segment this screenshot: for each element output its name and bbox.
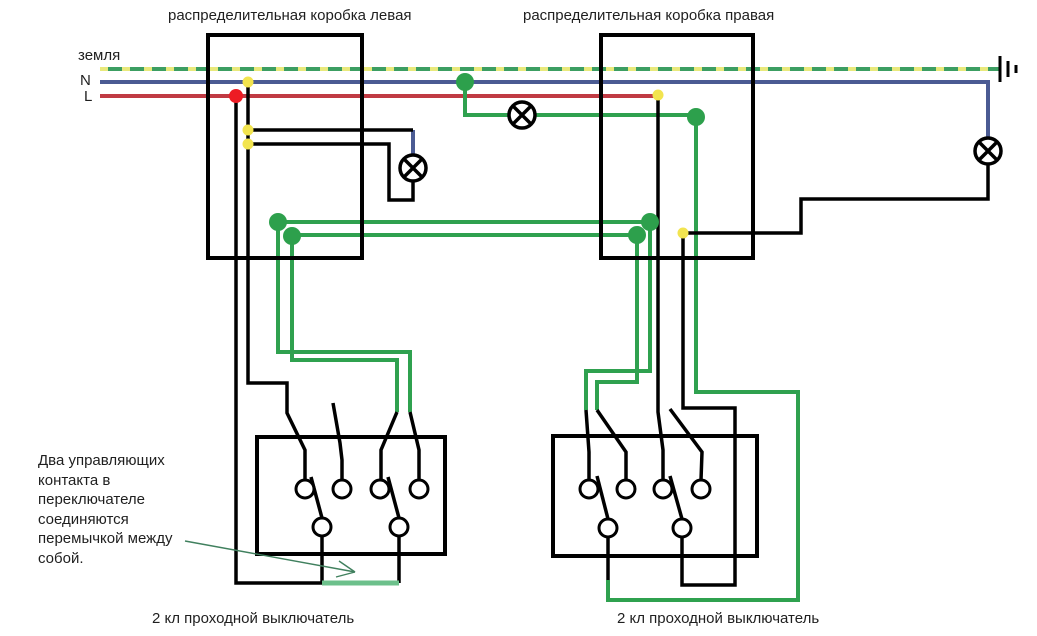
lamp-right-junction-dot (677, 227, 689, 239)
neutral-green-junction-dot (456, 73, 474, 91)
neutral-bus (100, 80, 990, 157)
right-switch-terminal-4 (690, 478, 712, 500)
traveler-junction-dot-left-upper (269, 213, 287, 231)
right-switch-stub-c2 (595, 409, 628, 480)
annotation-arrow-icon (184, 540, 356, 578)
lamp-middle-feed-wire (463, 82, 696, 117)
right-switch-terminal-2 (615, 478, 637, 500)
ground-bus-label: земля (78, 47, 121, 64)
neutral-branch-wire-left (246, 82, 307, 480)
lamp-left-icon (398, 153, 428, 183)
left-switch-stub-c3 (379, 411, 399, 480)
traveler-junction-dot-left-lower (283, 227, 301, 245)
right-switch-terminal-1 (578, 478, 600, 500)
left-switch-terminal-1 (294, 478, 316, 500)
right-switch-stub-c1 (584, 409, 591, 480)
left-box-title: распределительная коробка левая (168, 7, 412, 24)
right-distribution-box (599, 33, 755, 260)
line-bus-label: L (84, 88, 93, 105)
lamps (398, 100, 1003, 183)
jumper-annotation: Два управляющих контакта в переключателе… (38, 452, 173, 567)
line-junction-dot (229, 89, 243, 103)
lamp-left-junction-dot-2 (242, 138, 254, 150)
right-switch-body (551, 434, 759, 558)
left-switch-stub-c4 (408, 411, 421, 480)
neutral-bus-label: N (80, 72, 91, 89)
left-switch-terminal-2 (331, 478, 353, 500)
right-switch-terminal-bottom-2 (671, 517, 693, 539)
line-drop-right (656, 96, 665, 480)
left-switch-traveler-a (276, 222, 412, 412)
left-switch-lever-c2 (331, 402, 344, 480)
lamp-right-return-wire (683, 164, 990, 235)
earth-symbol-icon (998, 56, 1018, 82)
left-switch-terminal-bottom-1 (311, 516, 333, 538)
left-switch-traveler-b (290, 236, 399, 412)
traveler-junction-dot-right-lower (628, 226, 646, 244)
junction-dots (229, 73, 705, 245)
right-switch-lever-c4 (668, 407, 704, 481)
right-switch-return-loop (680, 233, 737, 587)
left-switch-lever-b2 (386, 476, 401, 519)
lamp-middle-icon (507, 100, 537, 130)
green-wires (276, 82, 800, 602)
lamp-middle-return-loop-wire (606, 117, 800, 602)
right-switch-terminal-bottom-1 (597, 517, 619, 539)
lamp-middle-junction-dot (687, 108, 705, 126)
right-box-title: распределительная коробка правая (523, 7, 775, 24)
right-switch-label: 2 кл проходной выключатель (617, 610, 820, 627)
lamp-left-bottom-wire (248, 142, 415, 202)
right-switch-lever-b2 (668, 475, 684, 520)
left-switch-terminal-3 (369, 478, 391, 500)
neutral-junction-dot (242, 76, 254, 88)
left-distribution-box (206, 33, 364, 260)
line-end-junction-dot (652, 89, 664, 101)
lamp-right-icon (973, 136, 1003, 166)
right-switch-traveler-b (595, 235, 639, 410)
right-switch-terminal-3 (652, 478, 674, 500)
switch-terminals (294, 478, 712, 539)
line-feed-wire-left (234, 96, 322, 585)
left-switch-body (255, 435, 447, 556)
left-switch-terminal-4 (408, 478, 430, 500)
traveler-junction-dot-right-upper (641, 213, 659, 231)
left-switch-label: 2 кл проходной выключатель (152, 610, 355, 627)
right-switch-traveler-a (584, 222, 652, 410)
black-wiring (206, 33, 990, 587)
lamp-left-junction-dot-1 (242, 124, 254, 136)
right-switch-lever-b1 (595, 475, 610, 520)
left-switch-terminal-bottom-2 (388, 516, 410, 538)
